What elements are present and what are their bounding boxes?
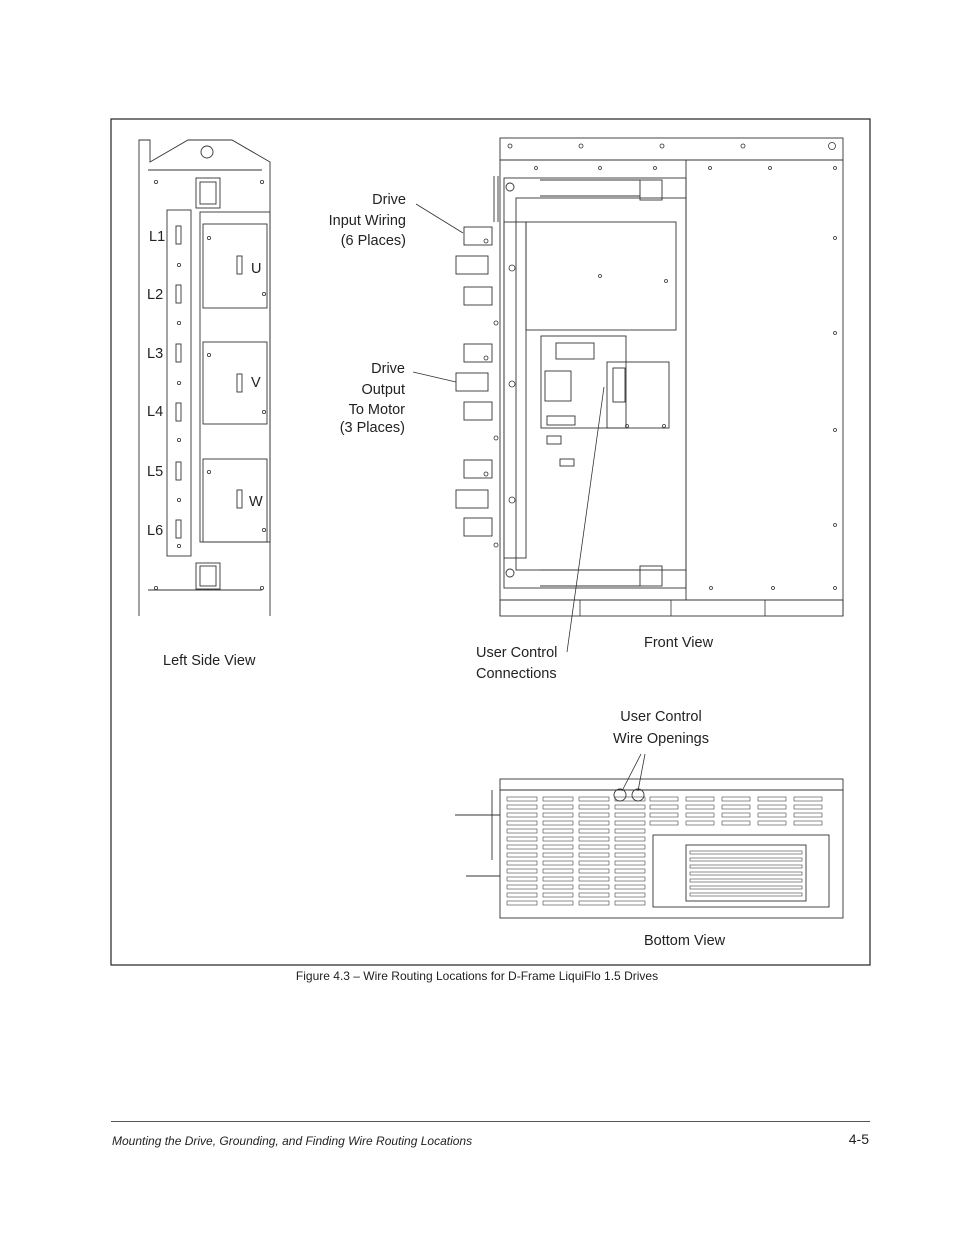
left-side-view-fasteners [153, 179, 266, 591]
terminal-label-l4: L4 [147, 404, 164, 420]
output-line-3: To Motor [348, 402, 405, 418]
leader-lines [412, 203, 646, 792]
bottom-view-label: Bottom View [644, 933, 726, 949]
footer-rule [111, 1121, 870, 1122]
bottom-view-vents [506, 796, 823, 906]
phase-label-u: U [251, 261, 262, 277]
output-line-1: Drive [371, 361, 405, 377]
front-view-label: Front View [644, 635, 714, 651]
left-side-view-label: Left Side View [163, 653, 256, 669]
terminal-label-l3: L3 [147, 346, 164, 362]
user-control-openings-line-1: User Control [620, 709, 702, 725]
terminal-label-l2: L2 [147, 287, 164, 303]
output-line-4: (3 Places) [339, 420, 405, 436]
output-line-2: Output [361, 382, 405, 398]
terminal-label-l6: L6 [147, 523, 164, 539]
page-number: 4-5 [848, 1131, 869, 1147]
input-wiring-line-3: (6 Places) [340, 233, 406, 249]
user-control-openings-line-2: Wire Openings [613, 731, 709, 747]
user-control-connections-line-1: User Control [476, 645, 558, 661]
figure-caption: Figure 4.3 – Wire Routing Locations for … [295, 969, 659, 983]
front-view-fasteners [483, 142, 837, 590]
footer-section-title: Mounting the Drive, Grounding, and Findi… [112, 1134, 473, 1148]
terminal-label-l5: L5 [147, 464, 164, 480]
input-wiring-line-1: Drive [372, 192, 406, 208]
terminal-label-l1: L1 [149, 229, 166, 245]
phase-label-w: W [249, 494, 263, 510]
figure-frame [110, 118, 871, 966]
left-side-view-drawing [138, 139, 271, 616]
front-view-ticks [499, 600, 844, 616]
phase-label-v: V [251, 375, 261, 391]
user-control-connections-line-2: Connections [476, 666, 557, 682]
input-wiring-line-2: Input Wiring [328, 213, 406, 229]
front-view-drawing [455, 137, 844, 617]
bottom-view-drawing [455, 778, 844, 919]
